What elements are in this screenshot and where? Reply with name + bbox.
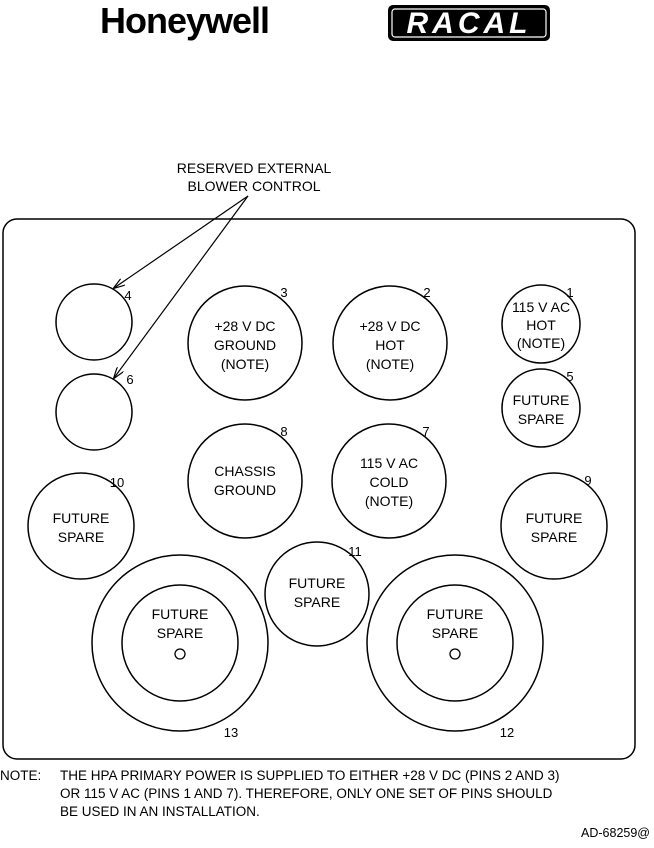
pin-5-outer-circle (501, 368, 581, 448)
racal-logo-text: RACAL (407, 7, 532, 40)
pin-12-number: 12 (500, 725, 514, 740)
note-label: NOTE: (0, 768, 42, 783)
pin-6-number: 6 (126, 372, 133, 387)
pin-13: FUTURE SPARE 13 (91, 554, 269, 740)
pin-3-number: 3 (280, 285, 287, 300)
pin-5: FUTURE SPARE 5 (501, 368, 581, 448)
pin-3-label-line-3: (NOTE) (221, 356, 269, 372)
pin-12-outer-circle (366, 554, 544, 732)
pin-7: 115 V AC COLD (NOTE) 7 (331, 423, 447, 539)
pin-5-label-line-2: SPARE (518, 411, 564, 427)
pin-3-label-line-2: GROUND (214, 337, 276, 353)
pin-5-label-line-1: FUTURE (513, 392, 570, 408)
note-line-1: THE HPA PRIMARY POWER IS SUPPLIED TO EIT… (60, 768, 560, 783)
pin-2-number: 2 (423, 285, 430, 300)
pin-13-outer-circle (91, 554, 269, 732)
racal-logo: RACAL (388, 5, 550, 41)
pin-12-label-line-2: SPARE (432, 625, 478, 641)
note-label-spacer (0, 785, 60, 803)
pin-8: CHASSIS GROUND 8 (187, 423, 303, 539)
pin-7-number: 7 (422, 424, 429, 439)
pin-12-center-dot (449, 648, 461, 660)
pin-2-label-line-1: +28 V DC (359, 318, 420, 334)
pin-7-label-line-3: (NOTE) (365, 493, 413, 509)
pin-10-label-line-1: FUTURE (53, 510, 110, 526)
pin-13-label-line-2: SPARE (157, 625, 203, 641)
pin-8-label-line-2: GROUND (214, 482, 276, 498)
pin-9-label-line-1: FUTURE (526, 510, 583, 526)
pin-4-outer-circle (55, 283, 133, 361)
pin-4: 4 (55, 283, 133, 361)
pin-8-number: 8 (280, 424, 287, 439)
racal-logo-box (388, 5, 550, 41)
pin-10-outer-circle (27, 472, 135, 580)
pin-10: FUTURE SPARE 10 (27, 472, 135, 580)
pin-11-label-line-2: SPARE (294, 594, 340, 610)
note-row-3: BE USED IN AN INSTALLATION. (0, 803, 654, 821)
pin-3: +28 V DC GROUND (NOTE) 3 (187, 285, 303, 401)
honeywell-logo: Honeywell (100, 0, 269, 41)
pin-1-label-line-3: (NOTE) (517, 335, 565, 351)
pin-9-outer-circle (500, 472, 608, 580)
pin-6-outer-circle (55, 373, 133, 451)
pin-1-outer-circle (501, 284, 581, 364)
pin-13-inner-circle (121, 584, 239, 702)
callout-arrow-to-pin-6 (114, 195, 249, 378)
callout-line-1: RESERVED EXTERNAL (177, 160, 332, 176)
pin-12: FUTURE SPARE 12 (366, 554, 544, 740)
pin-3-label-line-1: +28 V DC (214, 318, 275, 334)
pin-10-label-line-2: SPARE (58, 529, 104, 545)
pin-7-label-line-2: COLD (370, 474, 409, 490)
connector-outline (2, 218, 636, 760)
pin-1: 115 V AC HOT (NOTE) 1 (501, 284, 581, 364)
pin-2: +28 V DC HOT (NOTE) 2 (332, 285, 448, 401)
racal-logo-inner (391, 8, 547, 38)
note-row-2: OR 115 V AC (PINS 1 AND 7). THEREFORE, O… (0, 785, 654, 803)
pin-9-label-line-2: SPARE (531, 529, 577, 545)
pin-12-inner-circle (396, 584, 514, 702)
pin-1-number: 1 (566, 285, 573, 300)
pin-6: 6 (55, 372, 134, 451)
pin-11-label-line-1: FUTURE (289, 575, 346, 591)
pin-3-outer-circle (187, 285, 303, 401)
document-id: AD-68259@ (581, 826, 650, 840)
pin-11-outer-circle (264, 541, 370, 647)
pin-2-label-line-3: (NOTE) (366, 356, 414, 372)
pin-9-number: 9 (584, 473, 591, 488)
pin-1-label-line-2: HOT (526, 317, 556, 333)
pin-13-center-dot (174, 648, 186, 660)
note-row-1: NOTE: THE HPA PRIMARY POWER IS SUPPLIED … (0, 767, 654, 785)
note-line-3: BE USED IN AN INSTALLATION. (60, 804, 260, 819)
pin-13-label-line-1: FUTURE (152, 606, 209, 622)
pin-8-outer-circle (187, 423, 303, 539)
pin-2-outer-circle (332, 285, 448, 401)
pin-13-number: 13 (224, 725, 238, 740)
pin-7-label-line-1: 115 V AC (360, 455, 418, 471)
pin-8-label-line-1: CHASSIS (214, 463, 275, 479)
pin-12-label-line-1: FUTURE (427, 606, 484, 622)
callout-line-2: BLOWER CONTROL (187, 178, 320, 194)
callout-arrow-to-pin-4 (114, 195, 249, 288)
note-label-spacer (0, 803, 60, 821)
pin-11-number: 11 (348, 544, 362, 559)
pin-4-number: 4 (124, 288, 131, 303)
pin-9: FUTURE SPARE 9 (500, 472, 608, 580)
pin-11: FUTURE SPARE 11 (264, 541, 370, 647)
pin-1-label-line-1: 115 V AC (512, 299, 570, 315)
pin-5-number: 5 (566, 369, 573, 384)
note-line-2: OR 115 V AC (PINS 1 AND 7). THEREFORE, O… (60, 786, 553, 801)
note-block: NOTE: THE HPA PRIMARY POWER IS SUPPLIED … (0, 767, 654, 821)
pin-2-label-line-2: HOT (375, 337, 405, 353)
pin-7-outer-circle (331, 423, 447, 539)
pin-10-number: 10 (110, 475, 124, 490)
